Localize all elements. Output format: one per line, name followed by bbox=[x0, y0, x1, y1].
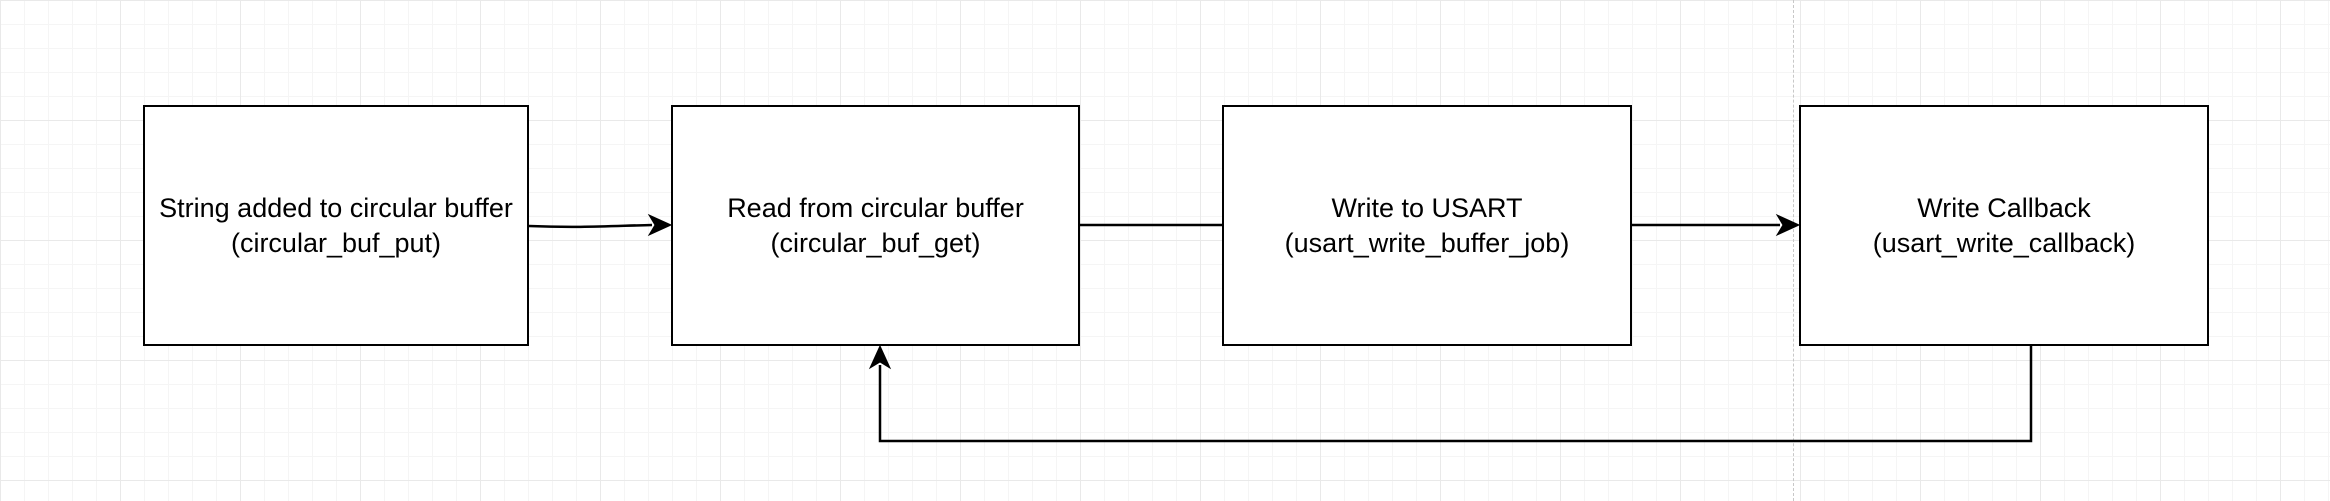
node-circular-buf-get[interactable]: Read from circular buffer (circular_buf_… bbox=[671, 105, 1080, 346]
node-function: (circular_buf_put) bbox=[230, 227, 442, 258]
edge-put-to-get[interactable] bbox=[528, 223, 653, 229]
arrowhead-put-to-get bbox=[647, 213, 673, 237]
node-circular-buf-put[interactable]: String added to circular buffer (circula… bbox=[143, 105, 529, 346]
node-title: Write to USART bbox=[1331, 192, 1523, 223]
node-usart-write-callback[interactable]: Write Callback (usart_write_callback) bbox=[1799, 105, 2209, 346]
node-title: Read from circular buffer bbox=[727, 192, 1024, 223]
arrowhead-callback-to-get bbox=[868, 344, 892, 370]
edge-callback-to-get[interactable] bbox=[878, 346, 2033, 443]
node-title: String added to circular buffer bbox=[159, 192, 513, 223]
node-title: Write Callback bbox=[1917, 192, 2091, 223]
arrowhead-usart-to-callback bbox=[1775, 213, 1801, 237]
node-function: (usart_write_buffer_job) bbox=[1284, 227, 1570, 258]
node-function: (circular_buf_get) bbox=[770, 227, 981, 258]
node-function: (usart_write_callback) bbox=[1872, 227, 2136, 258]
page-break-line bbox=[1793, 0, 1794, 501]
node-usart-write-buffer-job[interactable]: Write to USART (usart_write_buffer_job) bbox=[1222, 105, 1632, 346]
